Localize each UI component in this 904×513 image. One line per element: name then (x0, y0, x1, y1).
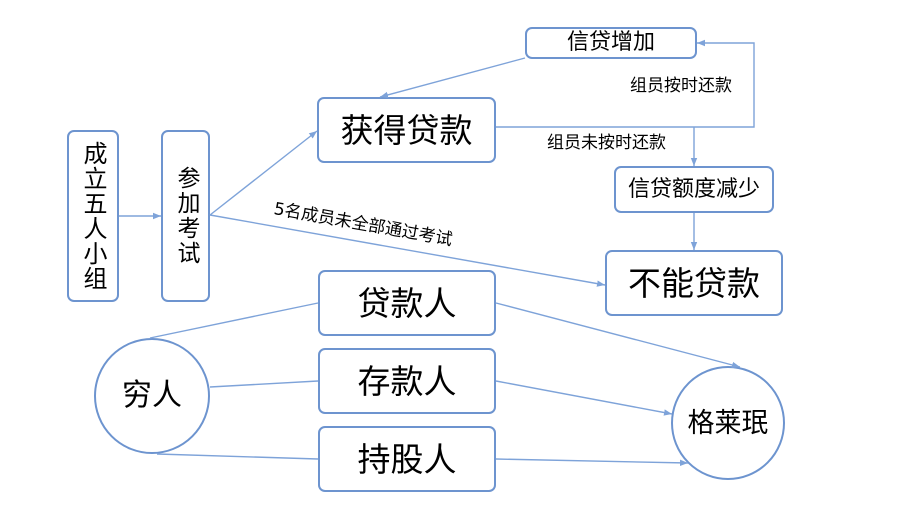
edge-label-not-all-members-passed: 5名成员未全部通过考试 (272, 199, 454, 251)
edge-shareholder-to-grameen (495, 458, 689, 467)
node-grameen-label: 格莱珉 (687, 407, 769, 439)
node-no-loan: 不能贷款 (605, 250, 783, 316)
node-get-loan: 获得贷款 (317, 97, 496, 163)
node-credit-decrease-label: 信贷额度减少 (627, 176, 760, 202)
edge-label-not-repay-on-time: 组员未按时还款 (547, 133, 666, 153)
node-credit-increase-label: 信贷增加 (566, 30, 655, 55)
node-credit-increase: 信贷增加 (525, 27, 697, 59)
edge-take-exam-to-get-loan (209, 130, 318, 216)
edge-poor-to-shareholder (156, 453, 319, 460)
node-take-exam: 参加考试 (161, 130, 210, 302)
node-credit-decrease: 信贷额度减少 (614, 166, 774, 213)
edge-credit-increase-to-get-loan (379, 57, 526, 99)
node-no-loan-label: 不能贷款 (628, 263, 760, 303)
edge-depositor-to-grameen (495, 380, 673, 416)
node-poor-label: 穷人 (122, 378, 182, 413)
edge-label-repay-on-time: 组员按时还款 (630, 76, 732, 96)
node-form-group-label: 成立五人小组 (79, 141, 107, 291)
node-grameen: 格莱珉 (671, 366, 785, 480)
node-depositor-label: 存款人 (357, 361, 457, 401)
node-form-group: 成立五人小组 (67, 130, 119, 302)
node-shareholder: 持股人 (318, 426, 496, 492)
edge-poor-to-depositor (209, 380, 319, 388)
edge-poor-to-borrower (149, 302, 319, 339)
node-take-exam-label: 参加考试 (173, 166, 199, 266)
node-borrower-label: 贷款人 (357, 283, 457, 323)
node-shareholder-label: 持股人 (357, 439, 457, 479)
node-depositor: 存款人 (318, 348, 496, 414)
node-get-loan-label: 获得贷款 (340, 110, 473, 150)
node-borrower: 贷款人 (318, 270, 496, 336)
node-poor: 穷人 (94, 338, 210, 454)
